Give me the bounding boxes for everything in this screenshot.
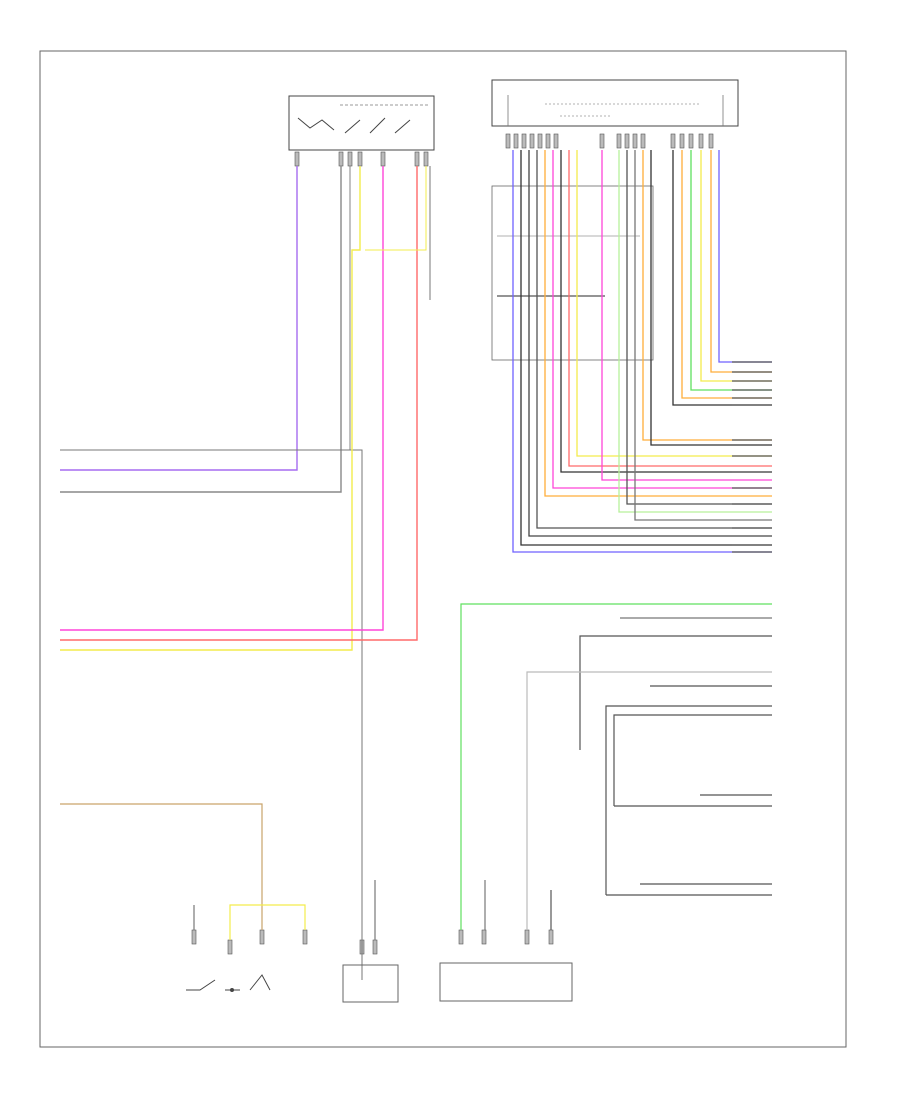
center-bottom-module	[342, 964, 399, 1003]
diagram-frame	[39, 50, 847, 1048]
wires-bottom-left	[60, 803, 376, 940]
bottom-modules-group	[439, 962, 573, 1002]
top-left-switch	[288, 95, 435, 151]
wires-top-right	[512, 150, 772, 553]
terminal-stubs	[732, 361, 772, 553]
top-right-module	[491, 79, 739, 361]
wires-bottom-right	[460, 603, 772, 930]
cam-switch-bottom	[186, 974, 271, 992]
wires-top-left	[60, 166, 431, 980]
connector-pins	[191, 133, 714, 955]
